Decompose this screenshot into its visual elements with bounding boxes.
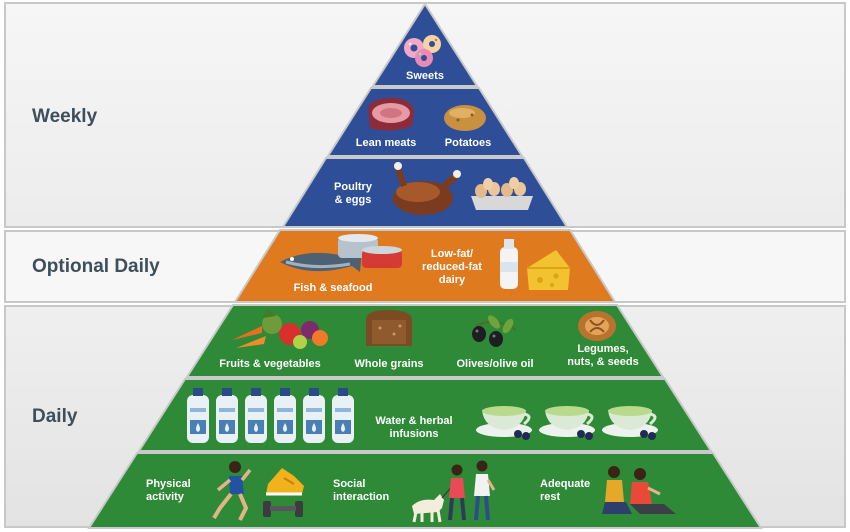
optional-daily-label: Optional Daily [32,256,160,277]
label-line: Adequate [540,478,590,490]
water-bottle-icon [187,388,354,443]
roast-chicken-icon [393,162,461,215]
tin-can-icon [338,234,402,268]
label-line: nuts, & seeds [567,356,639,368]
dog-walk-icon [412,460,496,523]
label-line: Low-fat/ [431,248,473,260]
potatoes-label: Potatoes [445,137,491,149]
label-line: Water & herbal [375,415,452,427]
label-line: infusions [390,428,439,440]
potato-icon [444,105,486,131]
label-line: activity [146,491,185,503]
label-line: rest [540,491,561,503]
tea-cup-icon [602,406,658,440]
label-line: reduced-fat [422,261,482,273]
label-line: Physical [146,478,191,490]
tea-cup-icon [539,406,595,440]
runner-icon [212,461,252,521]
donut-icon [404,35,441,67]
label-line: Fruits & vegetables [219,358,320,370]
poultry-eggs-label: Poultry& eggs [334,181,373,206]
water-bottle-icon [216,388,238,443]
water-bottle-icon [274,388,296,443]
water-bottle-icon [187,388,209,443]
water-bottle-icon [303,388,325,443]
label-line: Fish & seafood [294,282,373,294]
tea-cup-icon [476,406,658,440]
cheese-icon [527,250,570,290]
label-line: Whole grains [354,358,423,370]
daily-label: Daily [32,406,78,427]
label-line: dairy [439,274,466,286]
ham-icon [368,98,414,131]
label-line: Lean meats [356,137,417,149]
olives-label: Olives/olive oil [456,358,533,370]
label-line: Sweets [406,70,444,82]
weekly-label: Weekly [32,106,98,127]
dumbbell-icon [263,501,303,517]
sweets-label: Sweets [406,70,444,82]
lean-meats-label: Lean meats [356,137,417,149]
milk-bottle-icon [500,239,518,289]
label-line: Poultry [334,181,373,193]
couple-icon [602,466,676,514]
vegetables-icon [232,308,328,349]
fish-seafood-label: Fish & seafood [294,282,373,294]
tea-cup-icon [476,406,532,440]
label-line: Social [333,478,365,490]
sneakers-icon [266,468,304,496]
water-bottle-icon [245,388,267,443]
legumes-label: Legumes,nuts, & seeds [567,343,639,368]
egg-carton-icon [471,177,533,210]
label-line: & eggs [335,194,372,206]
label-line: interaction [333,491,390,503]
fruits-vegetables-label: Fruits & vegetables [219,358,320,370]
label-line: Legumes, [577,343,628,355]
bread-icon [366,310,412,346]
water-bottle-icon [332,388,354,443]
tier-fish-dairy [233,229,617,303]
olives-icon [472,315,517,347]
label-line: Potatoes [445,137,491,149]
whole-grains-label: Whole grains [354,358,423,370]
walnut-icon [578,311,616,341]
tier-lifestyle [87,452,763,529]
label-line: Olives/olive oil [456,358,533,370]
